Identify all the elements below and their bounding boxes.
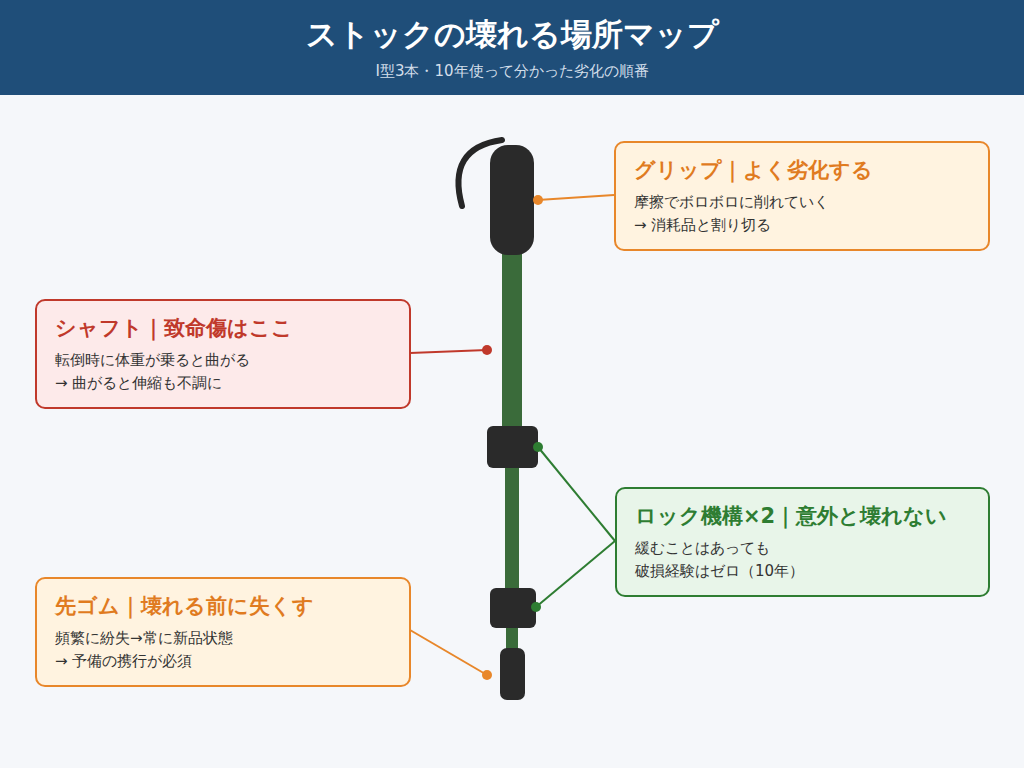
header-band: ストックの壊れる場所マップ I型3本・10年使って分かった劣化の順番: [0, 0, 1024, 95]
callout-body: → 予備の携行が必須: [55, 650, 391, 673]
leader-dot: [533, 442, 543, 452]
callout-heading: 先ゴム｜壊れる前に失くす: [55, 591, 391, 621]
callout-body: → 消耗品と割り切る: [634, 214, 970, 237]
leader-dot: [482, 345, 492, 355]
lock-upper: [487, 426, 538, 468]
callout-body: → 曲がると伸縮も不調に: [55, 372, 391, 395]
grip: [490, 145, 534, 255]
page-title: ストックの壊れる場所マップ: [0, 14, 1024, 56]
callout-body: 破損経験はゼロ（10年）: [635, 560, 970, 583]
callout-heading: グリップ｜よく劣化する: [634, 155, 970, 185]
leader-line: [536, 541, 615, 607]
rubber-tip: [500, 648, 525, 700]
callout-body: 緩むことはあっても: [635, 537, 970, 560]
callout-heading: シャフト｜致命傷はここ: [55, 313, 391, 343]
tip-callout: 先ゴム｜壊れる前に失くす頻繁に紛失→常に新品状態→ 予備の携行が必須: [35, 577, 411, 687]
leader-dot: [531, 602, 541, 612]
leader-dot: [482, 670, 492, 680]
leader-dot: [533, 195, 543, 205]
grip-callout: グリップ｜よく劣化する摩擦でボロボロに削れていく→ 消耗品と割り切る: [614, 141, 990, 251]
leader-line: [538, 195, 614, 200]
callout-heading: ロック機構×2｜意外と壊れない: [635, 501, 970, 531]
callout-body: 転倒時に体重が乗ると曲がる: [55, 349, 391, 372]
middle-shaft: [505, 466, 519, 592]
leader-line: [410, 350, 487, 353]
lock-callout: ロック機構×2｜意外と壊れない緩むことはあっても破損経験はゼロ（10年）: [615, 487, 990, 597]
leader-line: [538, 447, 615, 541]
subtitle: I型3本・10年使って分かった劣化の順番: [0, 62, 1024, 81]
upper-shaft: [502, 250, 522, 430]
shaft-callout: シャフト｜致命傷はここ転倒時に体重が乗ると曲がる→ 曲がると伸縮も不調に: [35, 299, 411, 409]
callout-body: 頻繁に紛失→常に新品状態: [55, 627, 391, 650]
callout-body: 摩擦でボロボロに削れていく: [634, 191, 970, 214]
leader-line: [410, 630, 487, 675]
lock-lower: [490, 588, 536, 628]
